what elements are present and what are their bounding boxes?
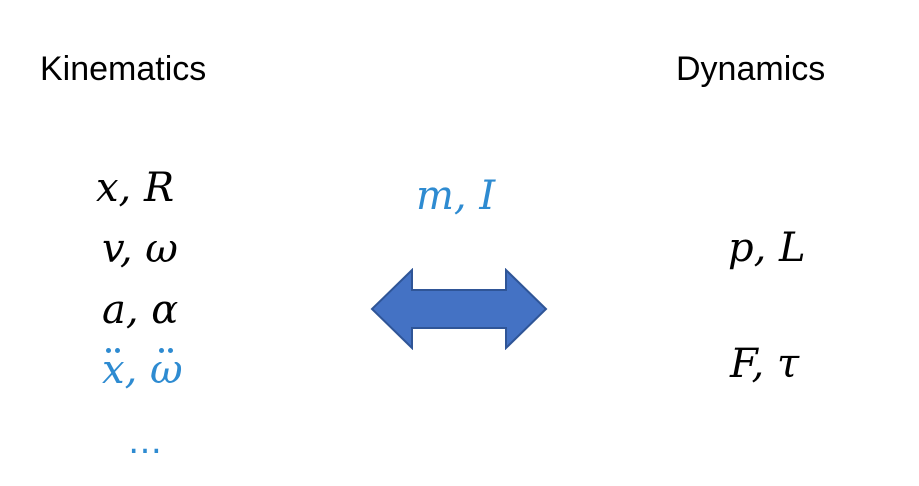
double-arrow-shape	[370, 268, 548, 350]
omega-double-dot: ω	[150, 347, 183, 393]
double-arrow-icon	[370, 268, 548, 350]
ellipsis-more: …	[128, 422, 162, 462]
force-torque-label: F, τ	[730, 341, 800, 387]
second-derivatives-label: x, ω	[102, 350, 183, 390]
second-derivatives-separator: ,	[124, 347, 150, 393]
x-double-dot: x	[102, 347, 125, 393]
acceleration-angular-acceleration-label: a, α	[102, 287, 179, 333]
mass-inertia-label: m, I	[416, 173, 496, 219]
kinematics-heading: Kinematics	[40, 50, 207, 88]
dynamics-heading: Dynamics	[676, 50, 826, 88]
momentum-angular-momentum-label: p, L	[728, 225, 806, 271]
position-rotation-label: x, R	[96, 165, 175, 211]
velocity-angular-velocity-label: v, ω	[102, 226, 178, 272]
